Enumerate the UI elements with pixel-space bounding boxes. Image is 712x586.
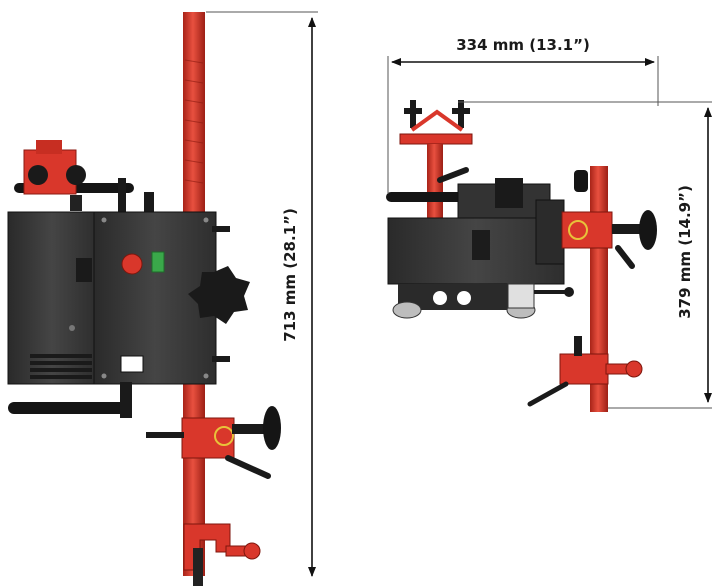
side-body <box>387 178 565 285</box>
bottom-bracket-body <box>183 523 231 571</box>
clamp-block <box>181 417 235 459</box>
top-fork <box>399 100 473 145</box>
upper-clamp-ring <box>568 220 588 240</box>
clamp-handle-left <box>146 432 184 438</box>
right-height-dimension: 379 mm (14.9”) <box>458 101 712 409</box>
clamp-knob-icon <box>263 406 281 450</box>
bottom-cable <box>193 548 203 586</box>
body-screw <box>69 325 75 331</box>
green-connector-icon <box>151 251 165 273</box>
carriage-wheel-left <box>28 165 48 185</box>
pole-thread <box>184 59 204 184</box>
upper-clamp-lever <box>615 245 635 269</box>
top-carriage <box>14 140 134 211</box>
lower-clamp-post <box>574 336 582 356</box>
clamp-ring <box>214 426 234 446</box>
panel-screws <box>101 217 209 379</box>
left-height-dimension: 713 mm (28.1”) <box>206 11 318 577</box>
upper-clamp <box>561 210 657 269</box>
small-pole <box>427 144 443 224</box>
pole-clamp <box>146 406 281 479</box>
lower-clamp-block <box>559 353 609 385</box>
lower-bracket <box>120 382 132 418</box>
cooling-fins <box>30 354 92 379</box>
body-left-panel <box>7 211 97 385</box>
right-width-label: 334 mm (13.1”) <box>456 36 590 54</box>
upper-clamp-screw <box>612 224 646 234</box>
machine-side-view <box>386 100 657 412</box>
upper-clamp-knob-icon <box>639 210 657 250</box>
upper-bracket-left <box>118 178 126 214</box>
right-width-dimension: 334 mm (13.1”) <box>387 36 659 194</box>
wheel-hole-left <box>433 291 447 305</box>
lower-clamp <box>527 336 643 407</box>
side-body-knob-block <box>495 178 523 208</box>
side-body-end <box>535 199 565 265</box>
label-plate <box>120 355 144 373</box>
side-lever <box>437 167 469 183</box>
wheel-lever-knob <box>564 287 574 297</box>
clamp-screw <box>232 424 272 434</box>
carriage-wheel-right <box>66 165 86 185</box>
carriage-top <box>36 140 62 154</box>
carriage-post <box>70 195 82 211</box>
side-wheels <box>392 283 574 319</box>
wheel-left-icon <box>392 301 422 319</box>
lower-clamp-knob-icon <box>625 360 643 378</box>
top-fork-vee <box>410 109 464 132</box>
upper-bracket-right <box>144 192 154 214</box>
wheel-right-housing <box>507 283 535 309</box>
red-button-icon <box>121 253 143 275</box>
star-knob-icon <box>188 266 250 324</box>
left-height-label: 713 mm (28.1”) <box>281 208 299 342</box>
main-body <box>7 211 217 385</box>
bottom-bracket-screw <box>225 545 247 557</box>
side-stud-top <box>212 226 230 232</box>
top-fork-bar <box>399 133 473 145</box>
machine-front-view <box>7 12 281 586</box>
bottom-bracket <box>183 523 261 586</box>
lower-rod <box>8 402 126 414</box>
clamp-lever <box>225 455 271 479</box>
right-height-label: 379 mm (14.9”) <box>676 185 694 319</box>
lower-clamp-lever <box>527 381 569 407</box>
side-body-panel <box>472 230 490 260</box>
bottom-bracket-knob-icon <box>243 542 261 560</box>
tall-pole-cap <box>574 170 588 192</box>
body-latch <box>76 258 92 282</box>
side-stud-bottom <box>212 356 230 362</box>
wheel-hole-right <box>457 291 471 305</box>
